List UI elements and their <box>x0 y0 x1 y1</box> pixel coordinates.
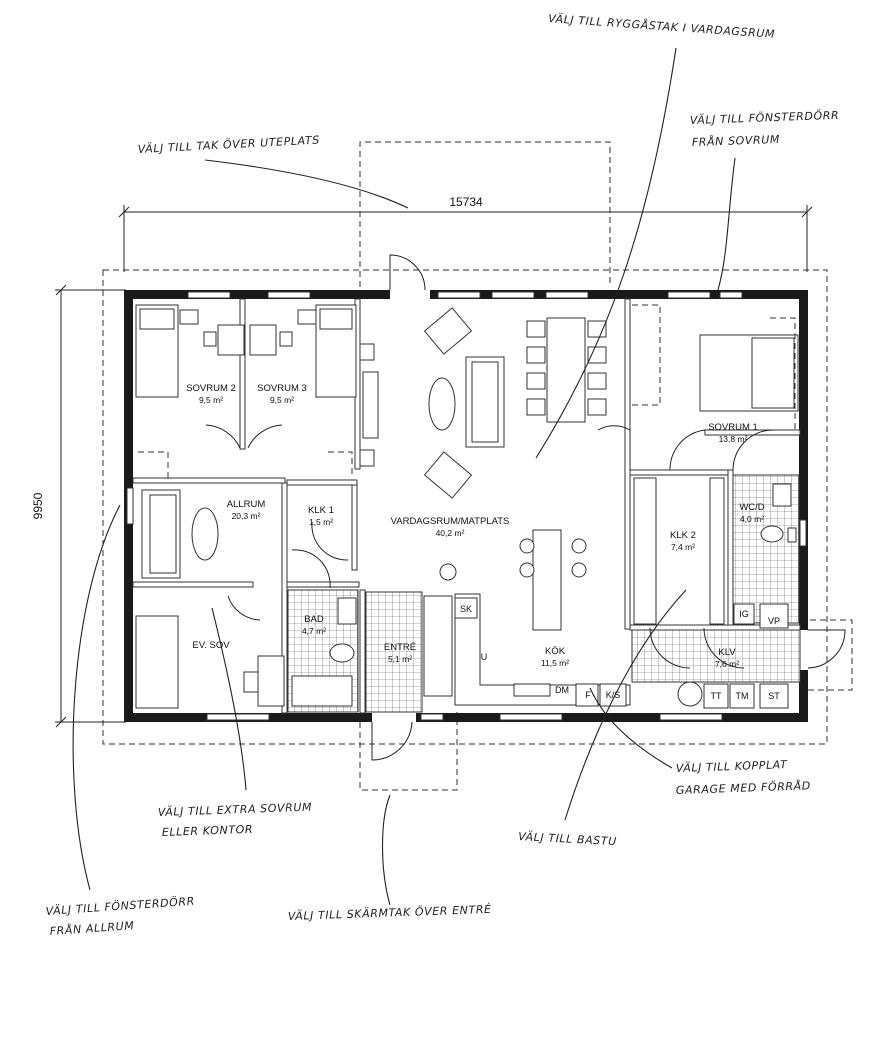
note-fonsterdorr-allrum-1: VÄLJ TILL FÖNSTERDÖRR <box>45 895 195 918</box>
room-vardagsrum-name: VARDAGSRUM/MATPLATS <box>391 516 510 527</box>
note-garage-1: VÄLJ TILL KOPPLAT <box>676 758 789 775</box>
room-vardagsrum-area: 40,2 m² <box>436 528 465 538</box>
fixture-sk: SK <box>460 604 472 614</box>
note-fonsterdorr-allrum-2: FRÅN ALLRUM <box>49 919 134 938</box>
fixture-dm: DM <box>555 685 569 695</box>
fixture-tm: TM <box>736 691 749 701</box>
note-fonsterdorr-sovrum-2: FRÅN SOVRUM <box>692 133 781 149</box>
windows <box>126 291 807 721</box>
note-fonsterdorr-sovrum-1: VÄLJ TILL FÖNSTERDÖRR <box>690 109 840 127</box>
fixture-labels: SK U DM F K/S TT TM ST IG VP <box>454 597 789 709</box>
room-sovrum-3-name: SOVRUM 3 <box>257 383 307 394</box>
exterior-doors <box>371 254 846 761</box>
room-allrum-area: 20,3 m² <box>232 511 261 521</box>
room-klv-name: KLV <box>718 647 736 658</box>
room-kok-name: KÖK <box>545 646 566 657</box>
fixture-vp: VP <box>768 616 780 626</box>
room-bad-area: 4,7 m² <box>302 626 326 636</box>
annotation-leaders <box>72 47 736 906</box>
fixture-ig: IG <box>739 609 749 619</box>
note-bastu: VÄLJ TILL BASTU <box>518 830 617 848</box>
dimension-depth-label: 9950 <box>31 492 45 519</box>
fixture-f: F <box>585 690 591 700</box>
dimension-width-label: 15734 <box>449 195 483 209</box>
room-labels: SOVRUM 2 9,5 m² SOVRUM 3 9,5 m² ALLRUM 2… <box>186 383 765 669</box>
note-tak-uteplats: VÄLJ TILL TAK ÖVER UTEPLATS <box>137 133 320 156</box>
note-garage-2: GARAGE MED FÖRRÅD <box>676 779 811 797</box>
interior-walls <box>132 298 801 714</box>
fixture-tt: TT <box>711 691 722 701</box>
fixture-ks: K/S <box>606 690 621 700</box>
room-sovrum-2-name: SOVRUM 2 <box>186 383 236 394</box>
furniture <box>135 304 799 709</box>
room-klk-2-name: KLK 2 <box>670 530 696 541</box>
room-entre-name: ENTRÉ <box>384 642 416 653</box>
note-ryggastak: VÄLJ TILL RYGGÅSTAK I VARDAGSRUM <box>548 12 776 41</box>
room-allrum-name: ALLRUM <box>227 499 266 510</box>
room-wcd-area: 4,0 m² <box>740 514 764 524</box>
room-kok-area: 11,5 m² <box>541 658 569 668</box>
room-sovrum-3-area: 9,5 m² <box>270 395 294 405</box>
note-skarmtak: VÄLJ TILL SKÄRMTAK ÖVER ENTRÉ <box>288 903 492 923</box>
room-klk-1-name: KLK 1 <box>308 505 334 516</box>
room-entre-area: 5,1 m² <box>388 654 412 664</box>
dimension-depth: 9950 <box>31 284 126 728</box>
room-klk-2-area: 7,4 m² <box>671 542 695 552</box>
room-sovrum-2-area: 9,5 m² <box>199 395 223 405</box>
note-extra-sovrum-2: ELLER KONTOR <box>162 823 254 839</box>
room-klv-area: 7,6 m² <box>715 659 739 669</box>
room-sovrum-1-area: 13,8 m² <box>719 434 748 444</box>
roof-outline <box>102 141 853 791</box>
room-wcd-name: WC/D <box>739 502 764 513</box>
note-extra-sovrum-1: VÄLJ TILL EXTRA SOVRUM <box>158 801 313 819</box>
room-bad-name: BAD <box>304 614 324 625</box>
room-ev-sov-name: EV. SOV <box>192 640 230 651</box>
dimension-width: 15734 <box>118 195 813 272</box>
room-sovrum-1-name: SOVRUM 1 <box>708 422 758 433</box>
fixture-u: U <box>481 652 488 662</box>
fixture-st: ST <box>768 691 780 701</box>
room-klk-1-area: 1,5 m² <box>309 517 333 527</box>
